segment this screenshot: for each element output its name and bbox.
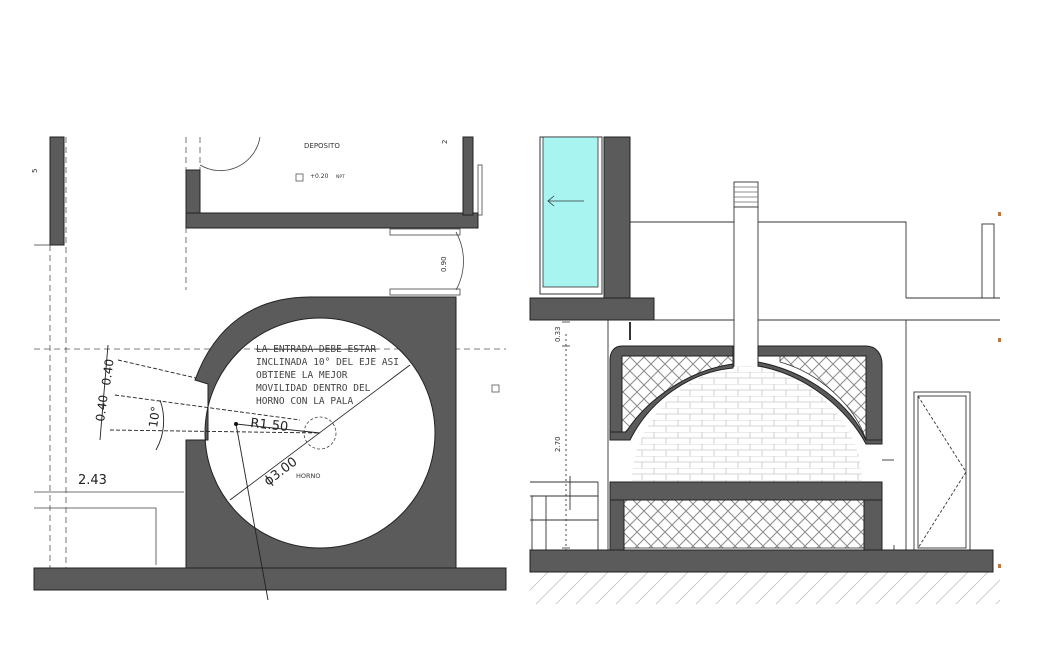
dim-label: 0.40 (99, 358, 117, 386)
note-line: MOVILIDAD DENTRO DEL (256, 383, 371, 394)
note-line: OBTIENE LA MEJOR (256, 370, 348, 381)
level-symbol-right (491, 384, 500, 393)
note-text: LA ENTRADA DEBE ESTAR INCLINADA 10° DEL … (256, 344, 399, 407)
section-lines (530, 221, 1000, 552)
arrow-left-icon (547, 195, 584, 207)
radius-point (234, 422, 238, 426)
level-marks (998, 212, 1001, 568)
section-view: 0.33 2.70 (529, 136, 1001, 604)
brick-dome (632, 366, 862, 482)
dimension-lines (99, 344, 411, 601)
level-symbol (295, 173, 304, 182)
angle-label: 10° (146, 405, 163, 428)
level-suffix: NPT (336, 174, 345, 180)
dim-label: 0.90 (440, 256, 448, 272)
chimney-cap-lines (734, 186, 758, 203)
dim-label: 2 (441, 140, 449, 144)
dim-label: 2.70 (554, 436, 562, 452)
note-line: HORNO CON LA PALA (256, 396, 354, 407)
diameter-label: ϕ3.00 (261, 455, 300, 490)
dim-label: 5 (31, 169, 39, 173)
center-mark (303, 416, 337, 450)
oven-label: HORNO (296, 472, 321, 480)
level-mark: +0.20 (310, 173, 329, 180)
window-glass (542, 136, 599, 288)
walls (33, 136, 507, 591)
room-label: DEPOSITO (304, 142, 340, 150)
section-dim-ticks (562, 321, 570, 549)
thin-lines (34, 136, 483, 565)
dim-label: 0.33 (554, 326, 562, 342)
dim-label: 0.40 (93, 394, 111, 422)
upper-walls (529, 136, 994, 573)
chimney-flue (733, 206, 759, 371)
note-line: INCLINADA 10° DEL EJE ASI (256, 357, 399, 368)
dim-label: 2.43 (78, 473, 107, 488)
oven-shell (609, 345, 883, 551)
note-line: LA ENTRADA DEBE ESTAR (256, 344, 376, 355)
floor-plan: DEPOSITO +0.20 NPT LA ENTRADA DEBE ESTAR… (31, 136, 507, 601)
insulation-base (623, 499, 865, 549)
ground-hatch (530, 572, 1000, 604)
chimney-cap (733, 181, 759, 208)
radius-label: R1.50 (250, 416, 289, 435)
